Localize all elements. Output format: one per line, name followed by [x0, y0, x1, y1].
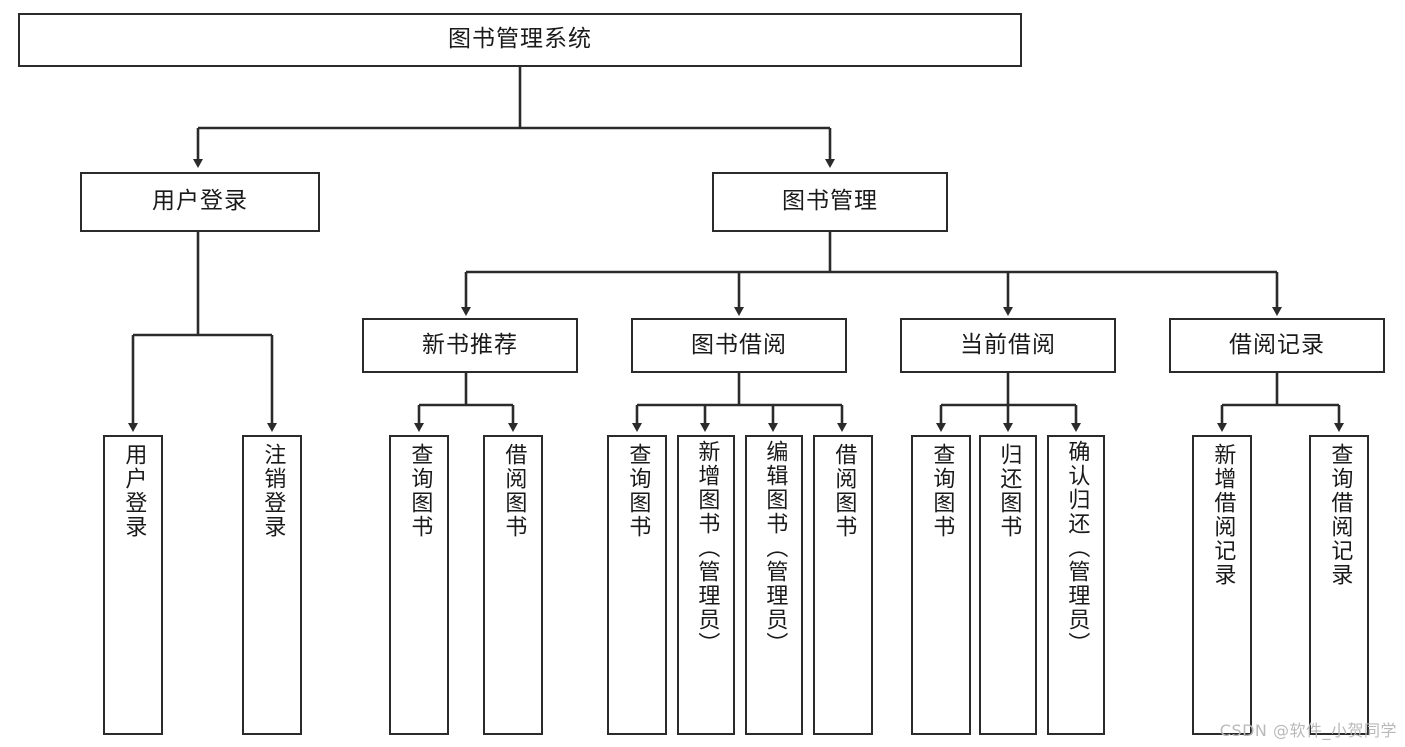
node-label: 查询图书 [407, 443, 433, 539]
node-label: 借阅记录 [1229, 331, 1325, 358]
node-label: 编辑图书（管理员） [762, 440, 788, 656]
node-label: 新增借阅记录 [1210, 443, 1236, 587]
leaf-recommend-borrow-book[interactable]: 借阅图书 [483, 435, 543, 735]
node-book-borrow[interactable]: 图书借阅 [631, 318, 847, 373]
node-label: 借阅图书 [501, 443, 527, 539]
leaf-user-login-logout[interactable]: 注销登录 [242, 435, 302, 735]
node-label: 当前借阅 [960, 331, 1056, 358]
leaf-current-confirm-return-admin[interactable]: 确认归还（管理员） [1047, 435, 1105, 735]
node-label: 图书借阅 [691, 331, 787, 358]
node-label: 查询图书 [625, 443, 651, 539]
leaf-user-login-login[interactable]: 用户登录 [103, 435, 163, 735]
node-label: 新增图书（管理员） [694, 440, 720, 656]
watermark: CSDN @软件_小贺同学 [1219, 721, 1397, 740]
node-label: 图书管理 [782, 188, 878, 215]
node-label: 用户登录 [121, 443, 147, 539]
node-label: 查询图书 [929, 443, 955, 539]
leaf-borrow-query-book[interactable]: 查询图书 [607, 435, 667, 735]
node-user-login[interactable]: 用户登录 [80, 172, 320, 232]
leaf-current-return-book[interactable]: 归还图书 [979, 435, 1037, 735]
leaf-recommend-query-book[interactable]: 查询图书 [389, 435, 449, 735]
node-label: 确认归还（管理员） [1064, 440, 1090, 656]
node-root-book-management-system[interactable]: 图书管理系统 [18, 13, 1022, 67]
node-label: 归还图书 [996, 443, 1022, 539]
node-new-book-recommend[interactable]: 新书推荐 [362, 318, 578, 373]
node-label: 用户登录 [152, 188, 248, 215]
leaf-borrow-edit-book-admin[interactable]: 编辑图书（管理员） [745, 435, 803, 735]
leaf-current-query-book[interactable]: 查询图书 [911, 435, 971, 735]
leaf-record-add-record[interactable]: 新增借阅记录 [1192, 435, 1252, 735]
node-label: 注销登录 [260, 443, 286, 539]
leaf-borrow-borrow-book[interactable]: 借阅图书 [813, 435, 873, 735]
node-label: 查询借阅记录 [1327, 443, 1353, 587]
node-borrow-record[interactable]: 借阅记录 [1169, 318, 1385, 373]
node-current-borrow[interactable]: 当前借阅 [900, 318, 1116, 373]
node-book-management[interactable]: 图书管理 [712, 172, 948, 232]
leaf-record-query-record[interactable]: 查询借阅记录 [1309, 435, 1369, 735]
node-label: 新书推荐 [422, 331, 518, 358]
node-label: 图书管理系统 [448, 26, 592, 53]
node-label: 借阅图书 [831, 443, 857, 539]
leaf-borrow-add-book-admin[interactable]: 新增图书（管理员） [677, 435, 735, 735]
